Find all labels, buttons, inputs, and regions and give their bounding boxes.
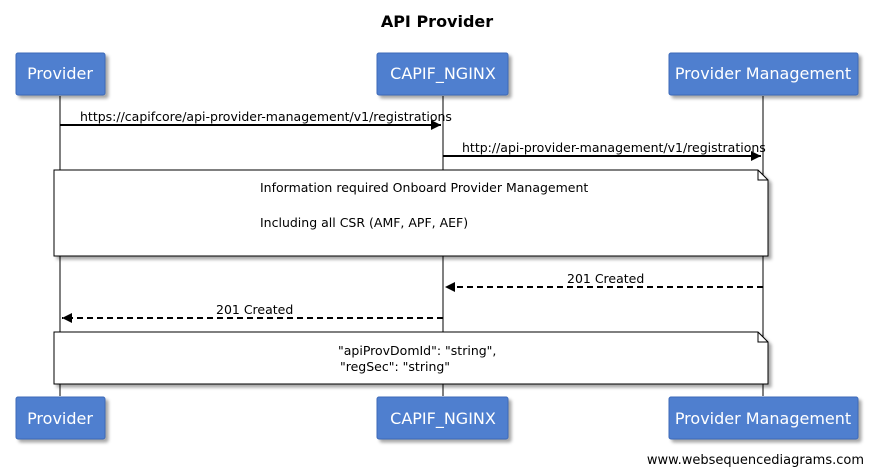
actor-label: CAPIF_NGINX	[390, 409, 496, 429]
message-label: 201 Created	[216, 302, 293, 317]
actor-label: Provider Management	[675, 64, 851, 83]
note-response-body: "apiProvDomId": "string", "regSec": "str…	[53, 331, 769, 385]
actor-provider-management-bottom: Provider Management	[668, 396, 859, 440]
actor-label: CAPIF_NGINX	[390, 64, 496, 84]
message-2: http://api-provider-management/v1/regist…	[443, 140, 766, 161]
actor-capif-nginx-bottom: CAPIF_NGINX	[376, 396, 509, 440]
note-onboard-info: Information required Onboard Provider Ma…	[53, 169, 769, 257]
actor-provider-top: Provider	[15, 52, 106, 96]
message-label: http://api-provider-management/v1/regist…	[462, 140, 766, 155]
actor-provider-bottom: Provider	[15, 396, 106, 440]
message-4: 201 Created	[62, 302, 443, 323]
note-line: "regSec": "string"	[340, 359, 450, 374]
actor-provider-management-top: Provider Management	[668, 52, 859, 96]
actor-label: Provider	[27, 64, 93, 83]
actor-capif-nginx-top: CAPIF_NGINX	[376, 52, 509, 96]
actor-label: Provider Management	[675, 409, 851, 428]
note-line: Including all CSR (AMF, APF, AEF)	[260, 215, 468, 230]
message-1: https://capifcore/api-provider-managemen…	[60, 109, 452, 130]
message-3: 201 Created	[445, 271, 763, 292]
message-label: 201 Created	[567, 271, 644, 286]
note-line: Information required Onboard Provider Ma…	[260, 180, 588, 195]
diagram-title: API Provider	[381, 12, 493, 31]
note-line: "apiProvDomId": "string",	[338, 343, 496, 358]
message-label: https://capifcore/api-provider-managemen…	[80, 109, 452, 124]
actor-label: Provider	[27, 409, 93, 428]
footer-credit: www.websequencediagrams.com	[646, 453, 864, 468]
